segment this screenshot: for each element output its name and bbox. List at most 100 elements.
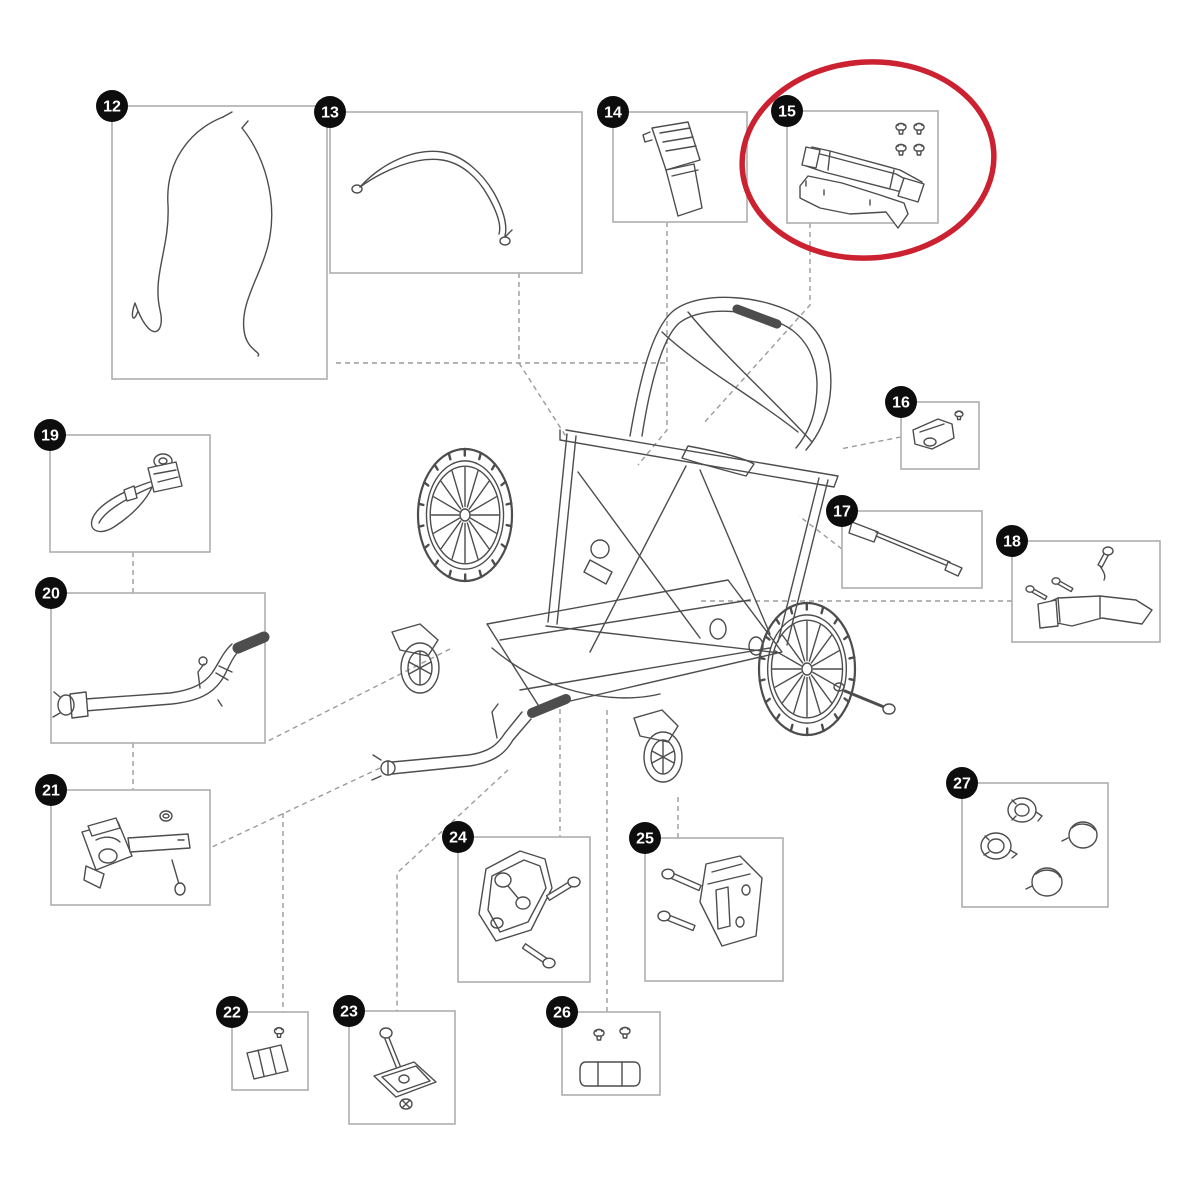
handlebar-inner <box>641 310 818 449</box>
tow-arm-hitch-fork <box>371 754 389 781</box>
part-19-art <box>158 457 168 465</box>
part-group-25: 25 <box>629 822 784 982</box>
axle-pin-head <box>882 703 896 715</box>
part-19-art <box>90 481 153 533</box>
part-number-label: 19 <box>41 428 59 445</box>
part-24-art <box>494 872 512 888</box>
part-15-art <box>897 177 925 203</box>
part-12-art <box>222 111 233 118</box>
part-group-12: 12 <box>96 90 328 380</box>
part-badge-24[interactable] <box>442 821 474 853</box>
part-27-art <box>1035 811 1043 822</box>
part-27-art <box>1061 837 1069 842</box>
part-23-art <box>398 1074 410 1084</box>
part-16-art <box>912 418 955 450</box>
right-caster-spokes <box>651 740 675 774</box>
part-18-art <box>1057 595 1101 623</box>
part-24-art <box>487 859 547 933</box>
part-19-art <box>147 461 183 493</box>
part-box-17[interactable] <box>841 510 983 589</box>
part-badge-14[interactable] <box>597 96 629 128</box>
part-27-art <box>983 835 990 856</box>
part-17-art <box>875 535 949 567</box>
part-15-art <box>897 143 905 148</box>
spring-block <box>583 559 613 585</box>
part-number-label: 15 <box>778 104 796 121</box>
tow-arm-pin <box>491 703 499 739</box>
part-24-art <box>542 957 556 969</box>
part-18-art <box>1025 585 1035 593</box>
wheel <box>757 601 857 737</box>
part-20-art <box>69 691 89 719</box>
part-21-art <box>87 817 121 837</box>
stroller-assembly <box>371 296 896 783</box>
part-27-art <box>1011 799 1017 821</box>
part-number-label: 12 <box>103 99 121 116</box>
part-number-label: 27 <box>953 776 971 793</box>
part-20-art <box>52 691 61 718</box>
part-20-art <box>217 699 223 707</box>
part-20-art <box>57 694 75 716</box>
part-box-20[interactable] <box>50 592 266 744</box>
part-badge-25[interactable] <box>629 822 661 854</box>
part-25-art <box>715 886 731 930</box>
part-18-art <box>1051 577 1061 585</box>
part-box-12[interactable] <box>111 105 328 380</box>
part-badge-16[interactable] <box>885 386 917 418</box>
part-13-art <box>504 229 513 238</box>
part-badge-12[interactable] <box>96 90 128 122</box>
left-caster-tire <box>400 642 440 694</box>
wheel <box>416 447 514 583</box>
part-badge-22[interactable] <box>216 996 248 1028</box>
part-14-art <box>671 169 699 177</box>
left-caster-spokes <box>408 651 432 685</box>
part-20-art <box>84 643 233 700</box>
part-24-art <box>567 876 581 888</box>
part-21-art <box>83 865 105 889</box>
tow-arm-grip <box>527 694 571 718</box>
part-20-art <box>197 663 205 689</box>
part-badge-18[interactable] <box>996 525 1028 557</box>
part-21-art <box>127 833 191 853</box>
part-number-label: 13 <box>321 105 339 122</box>
leader-line <box>518 362 568 439</box>
leader-line <box>702 223 811 425</box>
part-group-27: 27 <box>946 767 1109 908</box>
part-14-art <box>651 121 701 171</box>
part-badge-26[interactable] <box>546 996 578 1028</box>
part-27-art <box>1031 867 1063 897</box>
part-badge-13[interactable] <box>314 96 346 128</box>
part-group-21: 21 <box>35 774 211 906</box>
top-rail <box>559 429 839 488</box>
part-badge-17[interactable] <box>826 495 858 527</box>
part-12-art <box>131 116 224 333</box>
part-badge-23[interactable] <box>333 995 365 1027</box>
part-13-art <box>359 150 507 237</box>
part-badge-19[interactable] <box>34 419 66 451</box>
part-16-art <box>956 415 962 421</box>
part-27-art <box>1007 797 1037 823</box>
part-27-art <box>1014 803 1030 817</box>
part-number-label: 22 <box>223 1005 241 1022</box>
part-23-art <box>381 1065 431 1093</box>
part-17-art <box>875 531 951 563</box>
part-18-art <box>1037 599 1059 629</box>
part-group-14: 14 <box>597 96 748 223</box>
part-badge-20[interactable] <box>35 577 67 609</box>
part-group-23: 23 <box>333 995 456 1125</box>
base-frame <box>486 579 783 709</box>
part-badge-27[interactable] <box>946 767 978 799</box>
part-badge-15[interactable] <box>771 95 803 127</box>
part-27-art <box>1071 823 1096 831</box>
part-badge-21[interactable] <box>35 774 67 806</box>
part-26-art <box>579 1061 641 1087</box>
part-25-art <box>735 916 745 928</box>
part-15-art <box>916 129 922 135</box>
left-caster-rim <box>407 650 433 686</box>
part-box-13[interactable] <box>329 111 583 274</box>
part-27-art <box>1068 821 1098 849</box>
part-20-art <box>232 631 270 654</box>
leader-line <box>267 648 451 742</box>
part-21-art <box>98 848 118 864</box>
part-number-label: 25 <box>636 831 654 848</box>
